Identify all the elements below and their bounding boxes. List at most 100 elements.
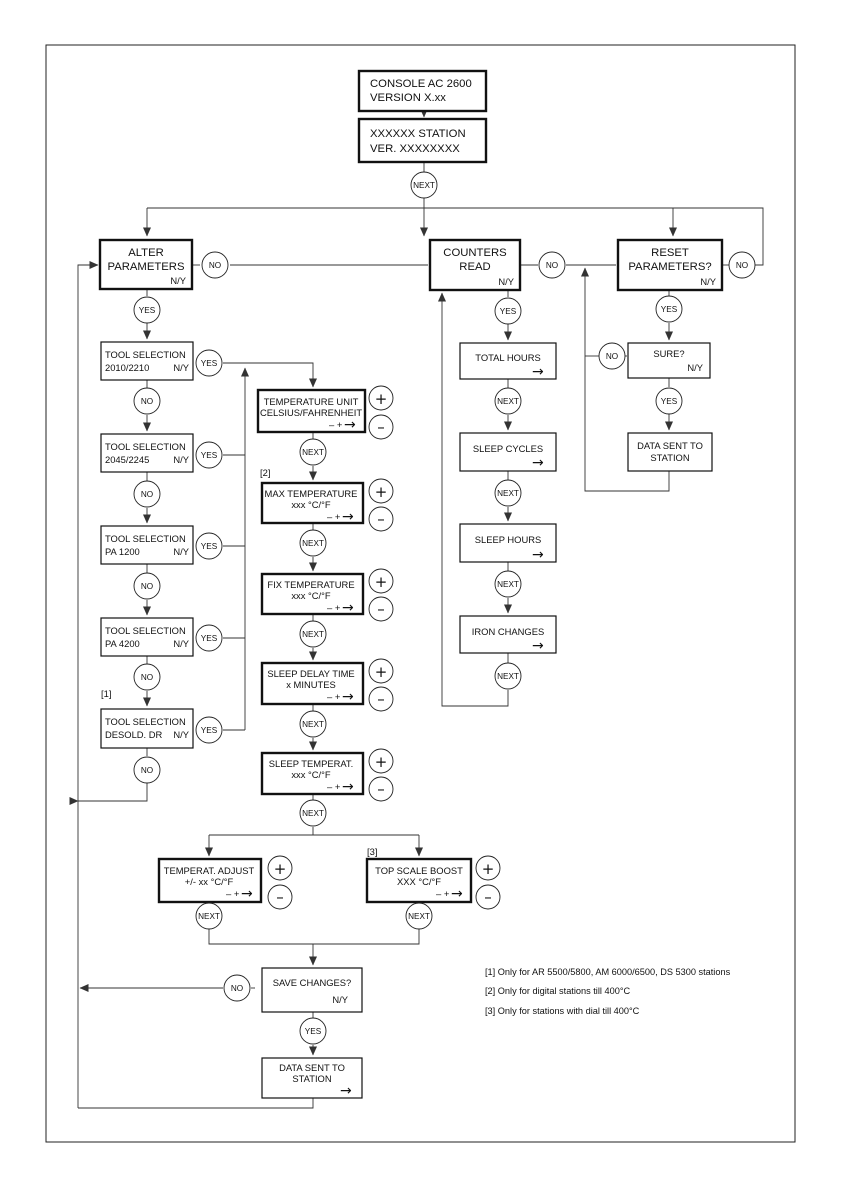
counters-no-button[interactable]: NO <box>538 251 566 279</box>
tool-2-no-button[interactable]: NO <box>133 480 161 508</box>
reset-no-button[interactable]: NO <box>728 251 756 279</box>
param-5-line2: xxx °C/°F <box>291 769 331 780</box>
counters-no-label: NO <box>546 261 558 270</box>
tool-box-2: TOOL SELECTION 2045/2245 N/Y <box>100 433 194 473</box>
page-border <box>45 44 796 1143</box>
tool-5-yes-button[interactable]: YES <box>195 716 223 744</box>
param-4-minus-button[interactable]: – <box>368 686 394 712</box>
param-4-plus-icon: + <box>375 663 388 681</box>
tool-4-line2: PA 4200 <box>105 638 140 649</box>
tool-3-no-label: NO <box>141 582 153 591</box>
counter-box-sleep-hours: SLEEP HOURS → <box>459 523 557 563</box>
save-sent-arrow-icon: → <box>340 1083 352 1099</box>
tool-2-yes-button[interactable]: YES <box>195 441 223 469</box>
tool-1-yes-button[interactable]: YES <box>195 349 223 377</box>
tool-1-no-button[interactable]: NO <box>133 387 161 415</box>
tool-2-line2: 2045/2245 <box>105 454 149 465</box>
param-5-line1: SLEEP TEMPERAT. <box>269 758 353 769</box>
counter-3-next-button[interactable]: NEXT <box>494 570 522 598</box>
tool-4-yes-button[interactable]: YES <box>195 624 223 652</box>
counters-yes-button[interactable]: YES <box>494 297 522 325</box>
param-5-minus-button[interactable]: – <box>368 776 394 802</box>
param-2-arrow-icon: → <box>342 509 354 525</box>
tool-3-no-button[interactable]: NO <box>133 572 161 600</box>
param-2-plus-icon: + <box>375 483 388 501</box>
param-2-next-button[interactable]: NEXT <box>299 529 327 557</box>
param-box-sleep-delay: SLEEP DELAY TIME x MINUTES – + → <box>260 661 365 706</box>
save-yes-button[interactable]: YES <box>299 1017 327 1045</box>
param-1-line2: CELSIUS/FAHRENHEIT <box>260 407 362 418</box>
tool-box-1: TOOL SELECTION 2010/2210 N/Y <box>100 341 194 381</box>
counter-1-arrow-icon: → <box>532 364 544 380</box>
alter-yes-button[interactable]: YES <box>133 296 161 324</box>
counter-4-next-button[interactable]: NEXT <box>494 662 522 690</box>
reset-yes-button[interactable]: YES <box>655 295 683 323</box>
counters-ny: N/Y <box>498 276 514 287</box>
alter-parameters-box: ALTER PARAMETERS N/Y <box>98 238 194 291</box>
reset-no-label: NO <box>736 261 748 270</box>
param-5-next-label: NEXT <box>302 809 324 818</box>
counter-2-next-button[interactable]: NEXT <box>494 479 522 507</box>
alter-subtitle: PARAMETERS <box>108 261 185 273</box>
save-data-sent-box: DATA SENT TO STATION → <box>261 1057 363 1099</box>
counter-1-next-button[interactable]: NEXT <box>494 387 522 415</box>
param-1-minus-button[interactable]: – <box>368 414 394 440</box>
param-3-next-button[interactable]: NEXT <box>299 620 327 648</box>
adjust-2-plus-icon: + <box>482 860 495 878</box>
param-5-next-button[interactable]: NEXT <box>299 799 327 827</box>
tool-1-yes-label: YES <box>201 359 218 368</box>
footnote-marker-3: [3] <box>367 846 377 857</box>
alter-no-button[interactable]: NO <box>201 251 229 279</box>
param-1-next-button[interactable]: NEXT <box>299 438 327 466</box>
adjust-2-plus-button[interactable]: + <box>475 855 501 881</box>
sure-ny: N/Y <box>687 362 703 373</box>
sure-yes-button[interactable]: YES <box>655 387 683 415</box>
save-no-button[interactable]: NO <box>223 974 251 1002</box>
param-1-plus-button[interactable]: + <box>368 385 394 411</box>
alter-ny: N/Y <box>170 275 186 286</box>
counters-title: COUNTERS <box>443 247 507 259</box>
station-version: VER. XXXXXXXX <box>370 143 460 155</box>
counter-3-arrow-icon: → <box>532 547 544 563</box>
sure-no-button[interactable]: NO <box>598 342 626 370</box>
counter-2-label: SLEEP CYCLES <box>473 443 543 454</box>
header-next-label: NEXT <box>413 181 435 190</box>
adjust-1-arrow-icon: → <box>241 886 253 902</box>
adjust-2-hint: – + <box>436 888 450 899</box>
console-version-box: CONSOLE AC 2600 VERSION X.xx <box>357 69 488 113</box>
param-4-plus-button[interactable]: + <box>368 658 394 684</box>
param-2-minus-button[interactable]: – <box>368 506 394 532</box>
param-3-plus-button[interactable]: + <box>368 568 394 594</box>
sure-label: SURE? <box>653 348 684 359</box>
tool-box-4: TOOL SELECTION PA 4200 N/Y <box>100 617 194 657</box>
adjust-1-minus-button[interactable]: – <box>267 884 293 910</box>
param-4-next-button[interactable]: NEXT <box>299 710 327 738</box>
tool-5-ny: N/Y <box>173 729 189 740</box>
tool-4-no-button[interactable]: NO <box>133 663 161 691</box>
tool-4-yes-label: YES <box>201 634 218 643</box>
save-changes-box: SAVE CHANGES? N/Y <box>261 967 363 1013</box>
console-version: VERSION X.xx <box>370 92 446 104</box>
sure-box: SURE? N/Y <box>627 342 711 379</box>
param-3-line2: xxx °C/°F <box>291 590 331 601</box>
param-1-next-label: NEXT <box>302 448 324 457</box>
tool-4-ny: N/Y <box>173 638 189 649</box>
adjust-1-next-button[interactable]: NEXT <box>195 902 223 930</box>
param-4-hint: – + <box>327 691 341 702</box>
counter-box-sleep-cycles: SLEEP CYCLES → <box>459 432 557 472</box>
counters-subtitle: READ <box>459 261 490 273</box>
param-2-plus-button[interactable]: + <box>368 478 394 504</box>
param-box-sleep-temperature: SLEEP TEMPERAT. xxx °C/°F – + → <box>260 751 365 796</box>
adjust-2-next-button[interactable]: NEXT <box>405 902 433 930</box>
adjust-2-minus-button[interactable]: – <box>475 884 501 910</box>
param-3-minus-button[interactable]: – <box>368 596 394 622</box>
header-next-button[interactable]: NEXT <box>410 171 438 199</box>
param-5-plus-button[interactable]: + <box>368 748 394 774</box>
tool-5-no-button[interactable]: NO <box>133 756 161 784</box>
tool-3-yes-button[interactable]: YES <box>195 532 223 560</box>
tool-1-ny: N/Y <box>173 362 189 373</box>
save-sent-line2: STATION <box>292 1073 331 1084</box>
adjust-1-plus-button[interactable]: + <box>267 855 293 881</box>
tool-2-yes-label: YES <box>201 451 218 460</box>
param-5-plus-icon: + <box>375 753 388 771</box>
